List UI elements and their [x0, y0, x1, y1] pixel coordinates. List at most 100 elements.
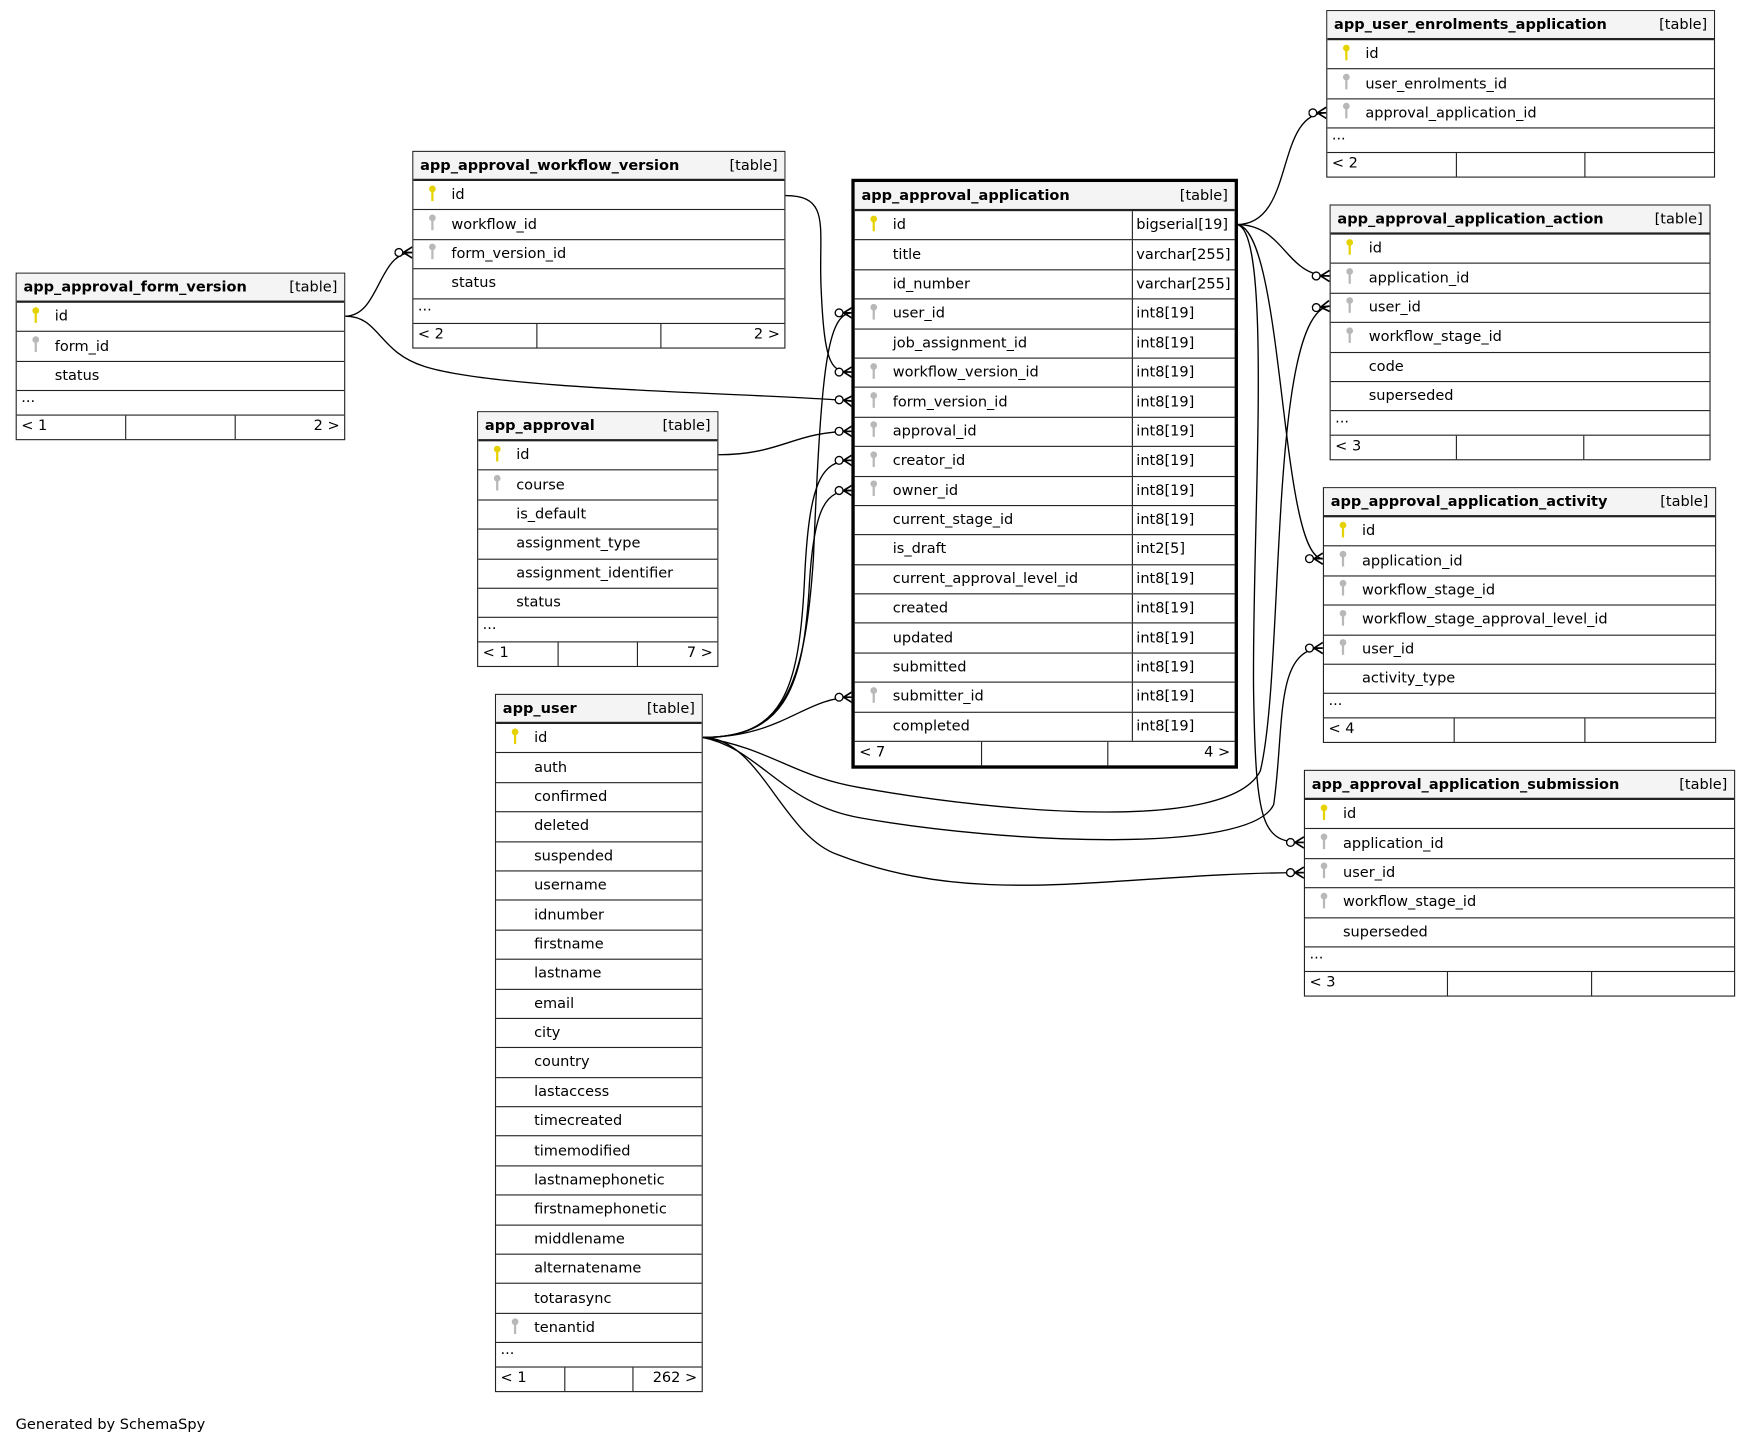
column-name[interactable]: lastname: [534, 965, 602, 983]
column-name[interactable]: id: [451, 186, 465, 204]
table-app-approval-workflow-version[interactable]: app_approval_workflow_version[table]id wo…: [412, 150, 786, 349]
column-row[interactable]: middlename: [496, 1225, 702, 1255]
column-row[interactable]: idnumber: [496, 901, 702, 931]
column-row[interactable]: application_id: [1324, 547, 1716, 577]
children-count[interactable]: 262 >: [632, 1367, 702, 1392]
table-name[interactable]: app_approval: [484, 417, 595, 435]
column-row[interactable]: lastname: [496, 960, 702, 990]
table-app-approval-application-action[interactable]: app_approval_application_action[table]id…: [1329, 204, 1711, 461]
column-row[interactable]: workflow_stage_approval_level_id: [1324, 606, 1716, 636]
parents-count[interactable]: < 3: [1309, 974, 1336, 991]
column-name[interactable]: firstname: [534, 936, 604, 953]
column-row[interactable]: confirmed: [496, 783, 702, 813]
column-name[interactable]: submitter_id: [892, 688, 984, 706]
column-name[interactable]: suspended: [534, 847, 614, 865]
column-name[interactable]: middlename: [534, 1231, 625, 1248]
column-name[interactable]: country: [534, 1054, 590, 1071]
column-row[interactable]: code: [1330, 353, 1710, 383]
column-name[interactable]: id: [1361, 523, 1376, 540]
table-header[interactable]: app_approval_workflow_version[table]: [413, 151, 785, 182]
column-name[interactable]: current_approval_level_id: [892, 570, 1079, 588]
column-row[interactable]: id: [1305, 800, 1735, 830]
table-name[interactable]: app_approval_workflow_version: [420, 156, 680, 174]
column-row[interactable]: workflow_stage_id: [1330, 323, 1710, 353]
column-name[interactable]: assignment_identifier: [516, 565, 674, 582]
column-row[interactable]: user_id: [1330, 294, 1710, 324]
parents-count[interactable]: < 2: [1331, 155, 1358, 173]
column-row[interactable]: user_enrolments_id: [1327, 70, 1714, 100]
column-row[interactable]: city: [496, 1019, 702, 1049]
table-header[interactable]: app_approval_application_action[table]: [1330, 205, 1710, 235]
parents-count[interactable]: < 1: [482, 645, 509, 662]
column-row[interactable]: superseded: [1305, 918, 1735, 948]
table-app-user-enrolments-application[interactable]: app_user_enrolments_application[table]id…: [1326, 10, 1716, 178]
column-name[interactable]: user_id: [892, 305, 945, 323]
column-name[interactable]: idnumber: [534, 906, 605, 924]
table-name[interactable]: app_approval_form_version: [23, 278, 247, 296]
column-row[interactable]: application_id: [1330, 264, 1710, 294]
column-name[interactable]: course: [516, 476, 565, 494]
column-row[interactable]: id: [1327, 40, 1714, 70]
column-name[interactable]: workflow_version_id: [892, 364, 1039, 382]
column-row[interactable]: approval_application_id: [1327, 99, 1714, 129]
column-name[interactable]: application_id: [1368, 269, 1470, 287]
column-name[interactable]: id: [534, 729, 548, 747]
column-name[interactable]: user_enrolments_id: [1365, 75, 1508, 93]
column-name[interactable]: deleted: [534, 818, 590, 836]
table-name[interactable]: app_approval_application_activity: [1330, 493, 1608, 511]
parents-count[interactable]: < 1: [21, 418, 48, 435]
table-header[interactable]: app_user[table]: [496, 694, 702, 725]
column-name[interactable]: alternatename: [534, 1260, 642, 1278]
column-row[interactable]: workflow_stage_id: [1324, 576, 1716, 606]
table-app-approval-application-submission[interactable]: app_approval_application_submission[tabl…: [1303, 769, 1736, 997]
column-row[interactable]: id: [496, 724, 702, 754]
column-name[interactable]: username: [534, 877, 607, 894]
column-name[interactable]: workflow_stage_id: [1361, 582, 1496, 599]
column-row[interactable]: timemodified: [496, 1137, 702, 1167]
column-row[interactable]: id: [1324, 517, 1716, 547]
column-row[interactable]: form_version_id: [413, 240, 785, 270]
column-name[interactable]: approval_application_id: [1365, 104, 1537, 122]
parents-count[interactable]: < 1: [500, 1370, 527, 1387]
column-row[interactable]: auth: [496, 753, 702, 783]
column-row[interactable]: timecreated: [496, 1107, 702, 1137]
table-header[interactable]: app_approval_form_version[table]: [16, 273, 345, 303]
column-row[interactable]: status: [413, 269, 785, 299]
column-name[interactable]: current_stage_id: [892, 511, 1014, 529]
column-row[interactable]: workflow_id: [413, 210, 785, 240]
parents-count[interactable]: < 3: [1335, 438, 1362, 456]
table-name[interactable]: app_approval_application: [861, 187, 1070, 204]
column-name[interactable]: lastaccess: [534, 1083, 610, 1101]
column-name[interactable]: firstnamephonetic: [534, 1201, 667, 1219]
children-count[interactable]: [1584, 153, 1714, 177]
table-header[interactable]: app_user_enrolments_application[table]: [1327, 11, 1714, 41]
column-name[interactable]: title: [892, 246, 922, 264]
column-row[interactable]: superseded: [1330, 382, 1710, 412]
column-name[interactable]: created: [892, 600, 949, 618]
column-name[interactable]: id: [54, 308, 69, 326]
column-name[interactable]: form_version_id: [892, 393, 1008, 411]
column-name[interactable]: timemodified: [534, 1142, 631, 1160]
column-name[interactable]: id: [516, 447, 530, 464]
table-name[interactable]: app_user: [502, 699, 577, 717]
children-count[interactable]: [1582, 436, 1710, 460]
column-row[interactable]: status: [478, 589, 718, 619]
column-name[interactable]: totarasync: [534, 1290, 612, 1307]
column-name[interactable]: superseded: [1368, 387, 1454, 405]
column-row[interactable]: is_default: [478, 500, 718, 530]
children-count[interactable]: 2 >: [660, 323, 784, 347]
